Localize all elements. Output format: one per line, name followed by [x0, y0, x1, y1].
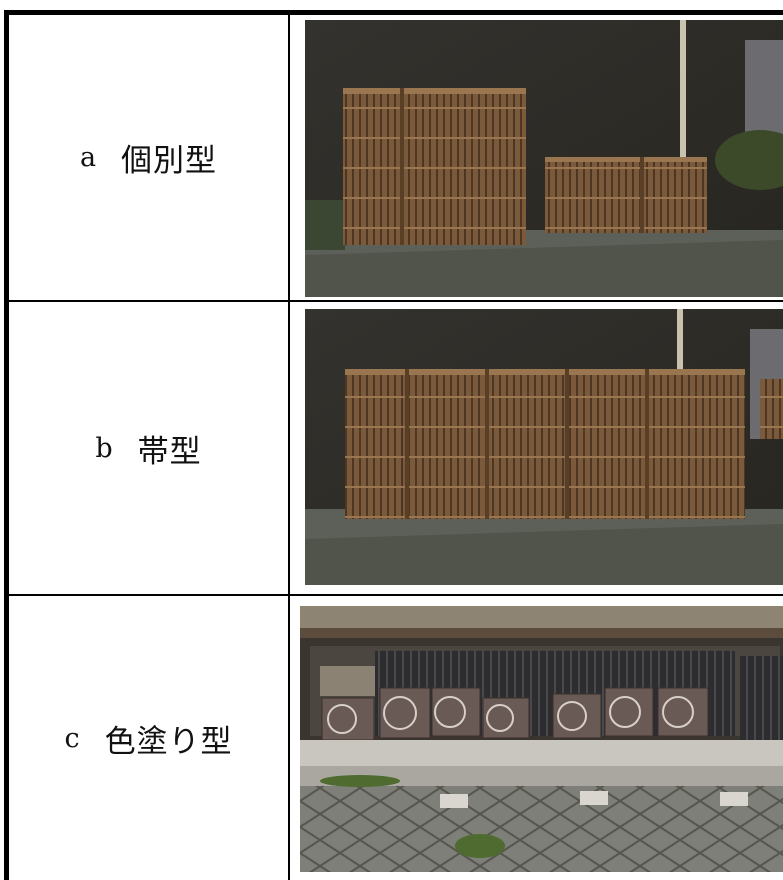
table-row-divider	[4, 594, 783, 596]
table-row-divider	[4, 300, 783, 302]
row-type-name: 帯型	[137, 433, 202, 470]
photo-individual-screens	[305, 20, 783, 297]
row-type-name: 色塗り型	[104, 723, 233, 760]
photo-painted-units	[300, 606, 783, 872]
row-letter: b	[95, 432, 114, 464]
row-label-a: a 個別型	[9, 15, 288, 300]
table-border-top	[4, 10, 783, 15]
row-type-name: 個別型	[121, 143, 218, 179]
table-column-divider	[288, 10, 290, 880]
row-label-b: b 帯型	[9, 302, 288, 594]
row-label-c: c 色塗り型	[9, 596, 288, 880]
table-border-left	[4, 10, 9, 880]
row-letter: a	[79, 142, 98, 173]
photo-band-screen	[305, 309, 783, 585]
row-letter: c	[64, 722, 81, 754]
